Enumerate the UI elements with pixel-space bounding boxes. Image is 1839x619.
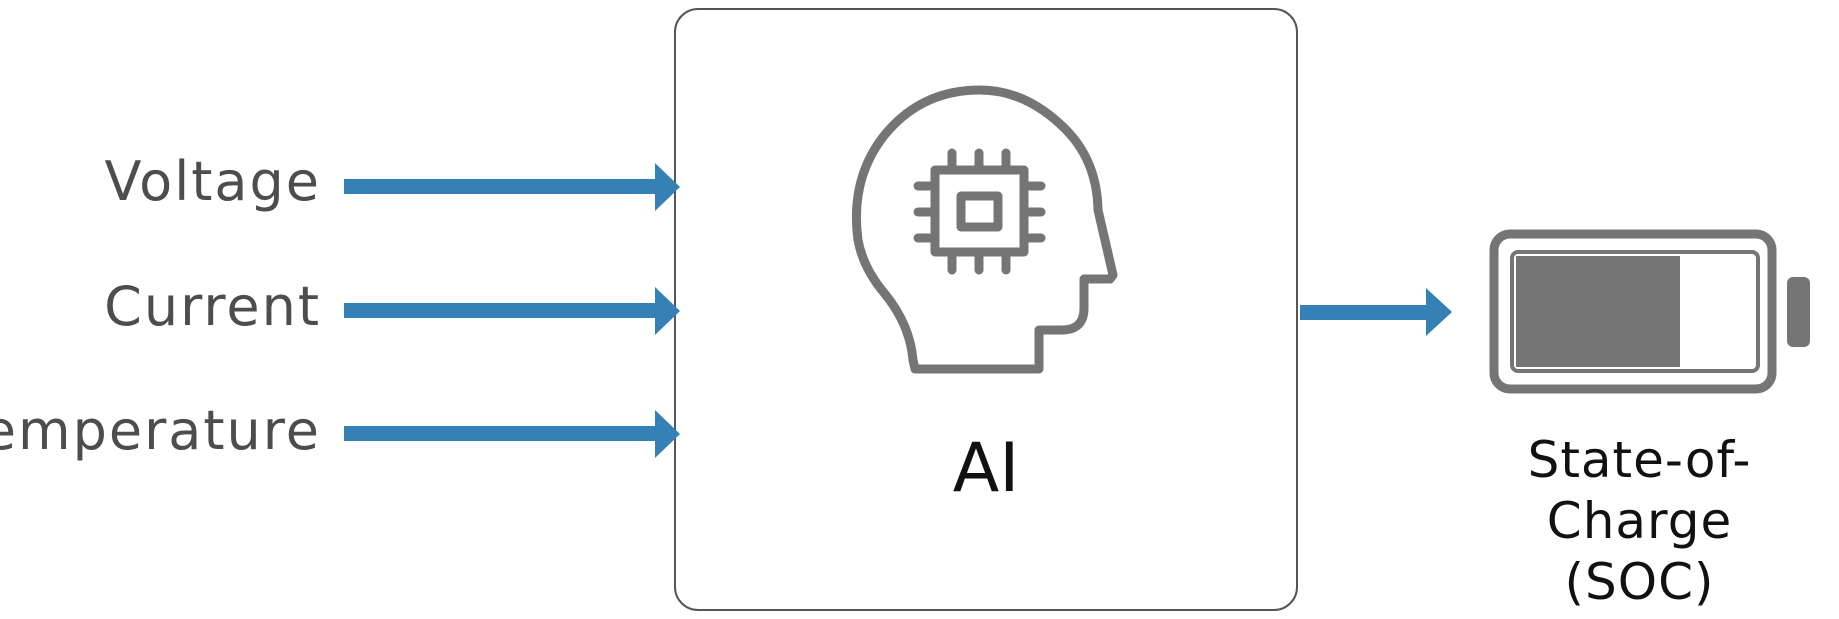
input-arrow-voltage xyxy=(344,163,680,211)
ai-label: AI xyxy=(952,429,1020,508)
output-label-line1: State-of-Charge xyxy=(1527,431,1752,550)
head-with-chip-icon xyxy=(851,85,1118,374)
input-label-current: Current xyxy=(104,275,321,338)
output-label-line2: (SOC) xyxy=(1564,553,1715,611)
input-label-voltage: Voltage xyxy=(104,150,321,213)
input-arrow-current xyxy=(344,287,680,335)
output-label: State-of-Charge (SOC) xyxy=(1440,430,1839,613)
input-label-temperature: Temperature xyxy=(0,399,321,462)
input-arrow-temperature xyxy=(344,410,680,458)
battery-icon xyxy=(1489,229,1810,394)
ai-model-box xyxy=(674,8,1298,611)
output-arrow xyxy=(1300,288,1452,336)
